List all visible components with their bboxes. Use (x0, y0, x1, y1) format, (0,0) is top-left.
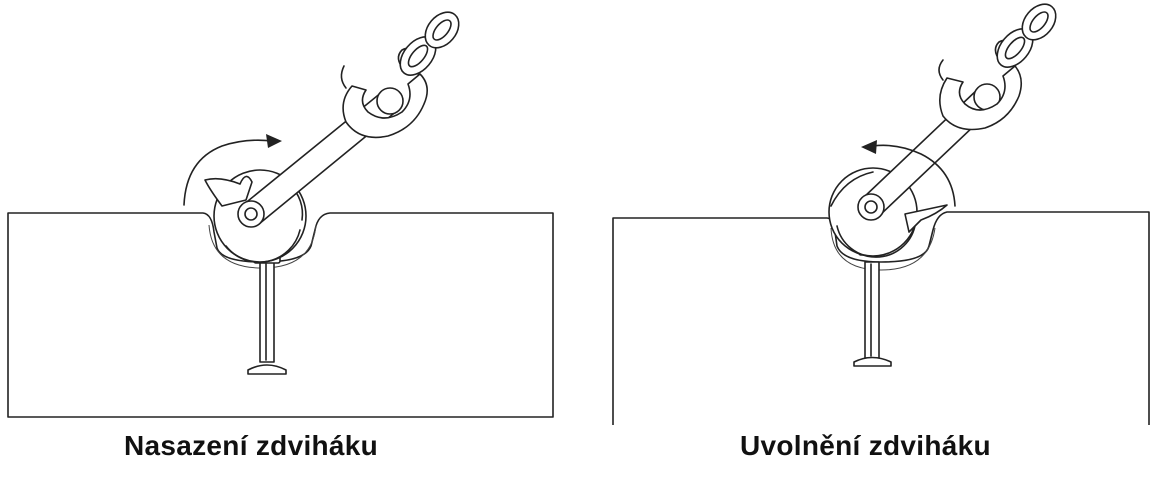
rotate-counterclockwise-arrow-icon (861, 140, 956, 207)
figure-attach-lifter: Nasazení zdviháku (0, 0, 575, 477)
locking-tongue (204, 175, 253, 207)
figure-release-lifter: Uvolnění zdviháku (575, 0, 1151, 477)
lifter-bar (237, 87, 404, 228)
caption-release: Uvolnění zdviháku (740, 430, 991, 461)
chain (996, 3, 1057, 68)
caption-attach: Nasazení zdviháku (124, 430, 379, 461)
locking-tongue (904, 204, 948, 233)
attach-lifter-illustration (7, 11, 554, 418)
lifter-bar (857, 83, 1001, 221)
rotate-clockwise-arrow-icon (183, 134, 282, 206)
anchor (247, 249, 287, 375)
release-lifter-illustration (612, 3, 1150, 425)
chain (399, 11, 460, 76)
recess-edge (830, 227, 936, 271)
